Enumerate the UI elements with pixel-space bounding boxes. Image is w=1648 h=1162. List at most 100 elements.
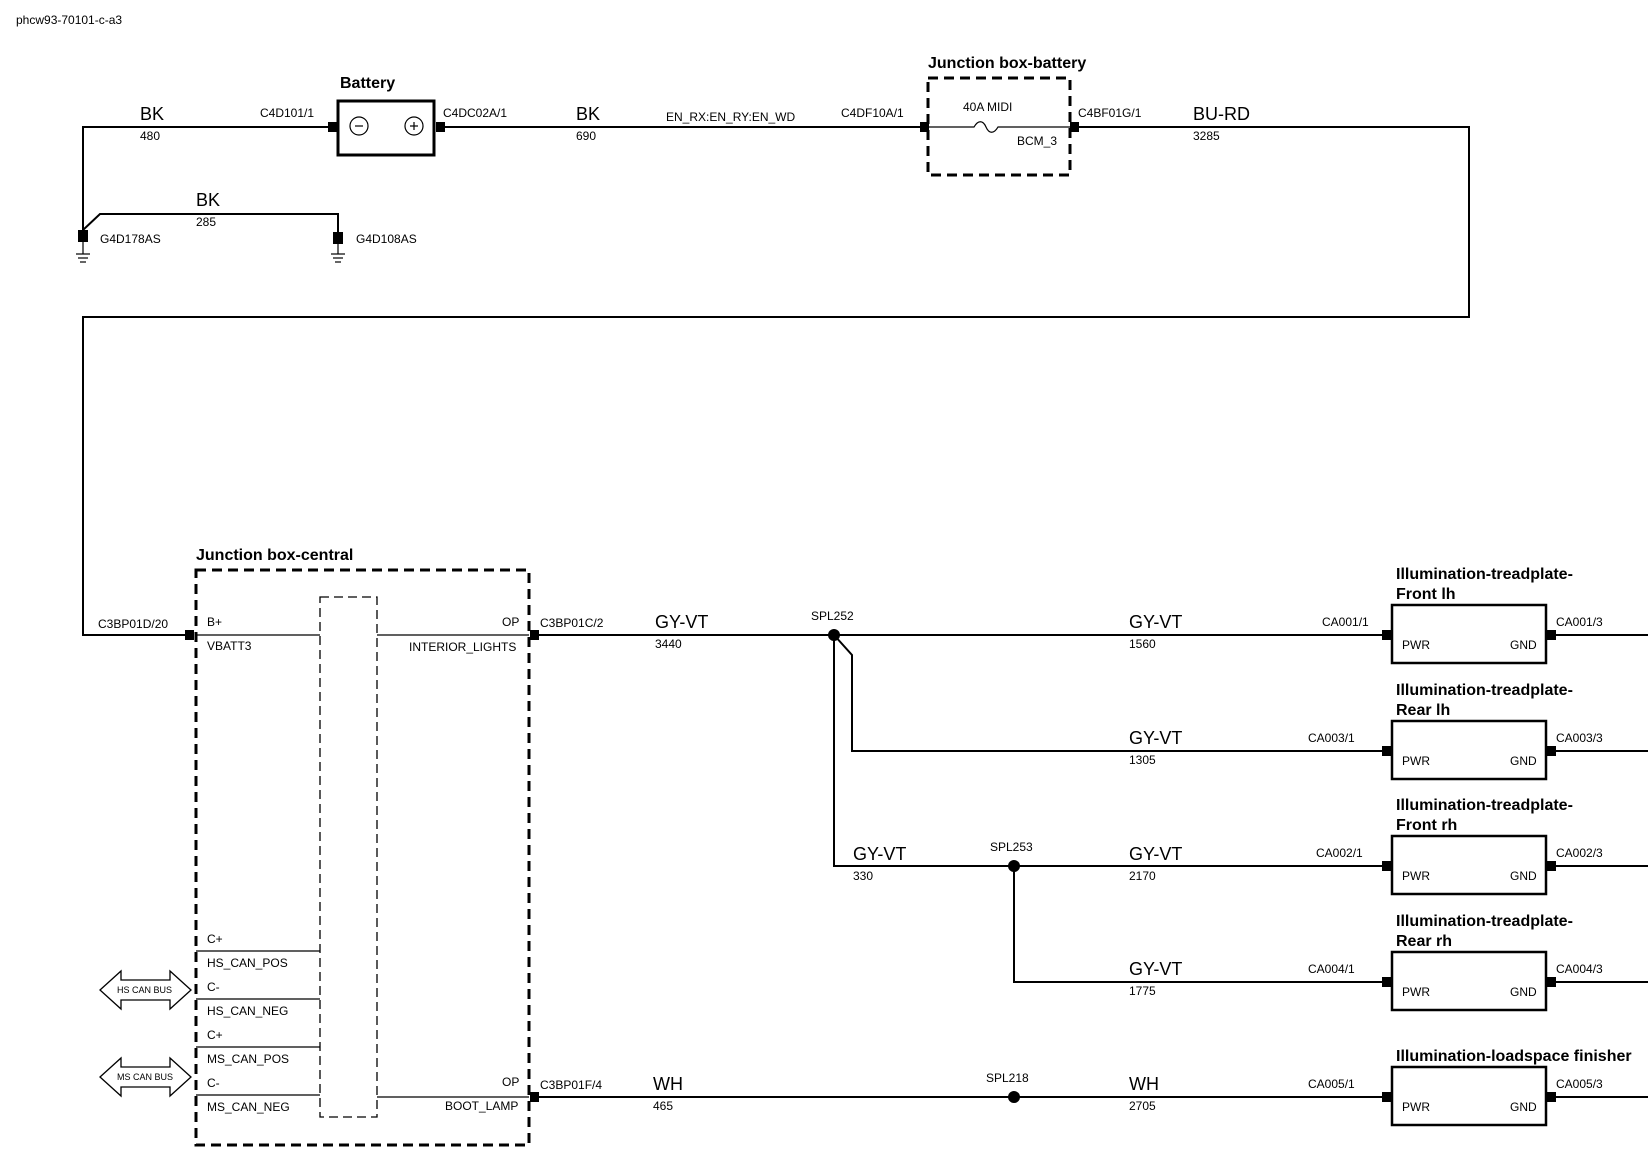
connector-out: CA004/3 [1556, 962, 1603, 976]
pin-pwr: PWR [1402, 638, 1430, 652]
pin-pwr: PWR [1402, 754, 1430, 768]
component-box [1390, 834, 1548, 896]
can-pin: MS_CAN_POS [207, 1052, 289, 1066]
jb-central-vbatt3: VBATT3 [207, 639, 252, 653]
pin-gnd: GND [1510, 1100, 1537, 1114]
ground-symbol [331, 232, 345, 263]
wire-color-2705: WH [1129, 1074, 1159, 1094]
can-pin: HS_CAN_NEG [207, 1004, 288, 1018]
connector-c4dc02a: C4DC02A/1 [443, 106, 507, 120]
ground-symbol [76, 230, 90, 263]
jb-central-pin-bplus: B+ [207, 615, 222, 629]
pin-pwr: PWR [1402, 869, 1430, 883]
connector-pin [436, 122, 445, 132]
connector-in: CA005/1 [1308, 1077, 1355, 1091]
wire-bk-480 [82, 126, 334, 230]
pin-gnd: GND [1510, 638, 1537, 652]
page-code: phcw93-70101-c-a3 [16, 13, 122, 27]
jb-battery-circuit: BCM_3 [1017, 134, 1057, 148]
component-title: Illumination-loadspace finisher [1396, 1048, 1632, 1065]
ms-can-bus-arrow: MS CAN BUS [99, 1056, 192, 1098]
connector-pin [1382, 977, 1392, 987]
wire-number-3285: 3285 [1193, 129, 1220, 143]
pin-gnd: GND [1510, 754, 1537, 768]
wire-number-465: 465 [653, 1099, 673, 1113]
wire-bu-rd-3285 [82, 126, 1470, 636]
splice-spl218 [1008, 1091, 1020, 1103]
splice-label-spl252: SPL252 [811, 609, 854, 623]
wire-number-480: 480 [140, 129, 160, 143]
wire-color-3440: GY-VT [655, 612, 708, 632]
connector-pin [530, 1092, 539, 1102]
connector-out: CA001/3 [1556, 615, 1603, 629]
pin-pwr: PWR [1402, 1100, 1430, 1114]
wire-number-2705: 2705 [1129, 1099, 1156, 1113]
wire-color-1560: GY-VT [1129, 612, 1182, 632]
svg-text:MS CAN BUS: MS CAN BUS [117, 1072, 173, 1082]
fuse-40a [929, 121, 1070, 133]
can-pin: C+ [207, 1028, 223, 1042]
wire-gy-vt-330 [833, 635, 1382, 867]
fuse-label: 40A MIDI [963, 100, 1012, 114]
jb-central-op-1: OP [502, 615, 519, 629]
component-title: Illumination-treadplate- [1396, 797, 1573, 814]
wire-number-285: 285 [196, 215, 216, 229]
wire-bk-285 [82, 213, 339, 232]
component-subtitle: Rear rh [1396, 933, 1452, 950]
pin-gnd: GND [1510, 869, 1537, 883]
connector-pin [328, 122, 337, 132]
wire-color-1305: GY-VT [1129, 728, 1182, 748]
wire-number-690: 690 [576, 129, 596, 143]
connector-pin [1546, 630, 1556, 640]
connector-pin [1546, 861, 1556, 871]
connector-c3bp01f: C3BP01F/4 [540, 1078, 602, 1092]
can-pin: HS_CAN_POS [207, 956, 288, 970]
component-subtitle: Rear lh [1396, 702, 1450, 719]
jb-central-box [194, 568, 531, 1147]
battery-symbol [336, 99, 436, 157]
connector-in: CA002/1 [1316, 846, 1363, 860]
connector-pin [1382, 1092, 1392, 1102]
component-4: Illumination-treadplate- Rear rh PWR GND CA0… [1308, 913, 1648, 1012]
connector-out: CA002/3 [1556, 846, 1603, 860]
wire-color-2170: GY-VT [1129, 844, 1182, 864]
connector-pin [1070, 122, 1079, 132]
pin-gnd: GND [1510, 985, 1537, 999]
wire-number-3440: 3440 [655, 637, 682, 651]
ground-g4d178as: G4D178AS [100, 232, 161, 246]
component-title: Illumination-treadplate- [1396, 566, 1573, 583]
can-pin: C- [207, 1076, 220, 1090]
connector-pin [185, 630, 194, 640]
connector-in: CA004/1 [1308, 962, 1355, 976]
can-pin: MS_CAN_NEG [207, 1100, 290, 1114]
component-subtitle: Front lh [1396, 586, 1456, 603]
connector-pin [1546, 1092, 1556, 1102]
connector-pin [530, 630, 539, 640]
component-title: Illumination-treadplate- [1396, 913, 1573, 930]
wire-number-1305: 1305 [1129, 753, 1156, 767]
component-title: Illumination-treadplate- [1396, 682, 1573, 699]
component-2: Illumination-treadplate- Rear lh PWR GND CA0… [1308, 682, 1648, 781]
wire-gy-vt-1305 [833, 634, 1382, 752]
pin-pwr: PWR [1402, 985, 1430, 999]
splice-label-spl253: SPL253 [990, 840, 1033, 854]
battery-pos-terminal [404, 116, 424, 136]
wire-color-bk-480: BK [140, 104, 164, 124]
splice-label-spl218: SPL218 [986, 1071, 1029, 1085]
jb-central-op-2: OP [502, 1075, 519, 1089]
connector-c4d101: C4D101/1 [260, 106, 314, 120]
connector-out: CA003/3 [1556, 731, 1603, 745]
component-box [1390, 950, 1548, 1012]
connector-c4df10a: C4DF10A/1 [841, 106, 904, 120]
connector-pin [920, 122, 929, 132]
connector-pin [1382, 630, 1392, 640]
component-box [1390, 1065, 1548, 1127]
jb-battery-title: Junction box-battery [928, 55, 1086, 72]
wire-color-bu-rd: BU-RD [1193, 104, 1250, 124]
connector-in: CA001/1 [1322, 615, 1369, 629]
hs-can-bus-arrow: HS CAN BUS [99, 969, 192, 1011]
connector-c3bp01c: C3BP01C/2 [540, 616, 604, 630]
